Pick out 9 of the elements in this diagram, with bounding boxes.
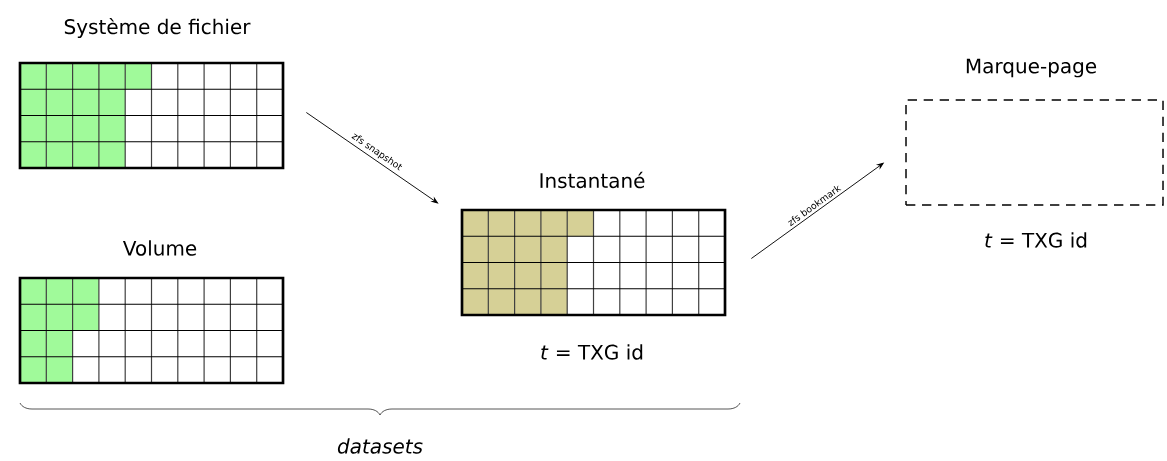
block-caption: t = TXG id: [985, 232, 1087, 248]
block-title: Volume: [122, 240, 197, 256]
block-title: Marque-page: [966, 58, 1097, 78]
block-caption: t = TXG id: [541, 344, 643, 360]
arrow: [750, 162, 884, 259]
block-title: Système de fichier: [64, 17, 251, 39]
block-title: Instantané: [540, 171, 645, 189]
arrow: [305, 112, 439, 204]
brace-label: datasets: [337, 438, 423, 454]
